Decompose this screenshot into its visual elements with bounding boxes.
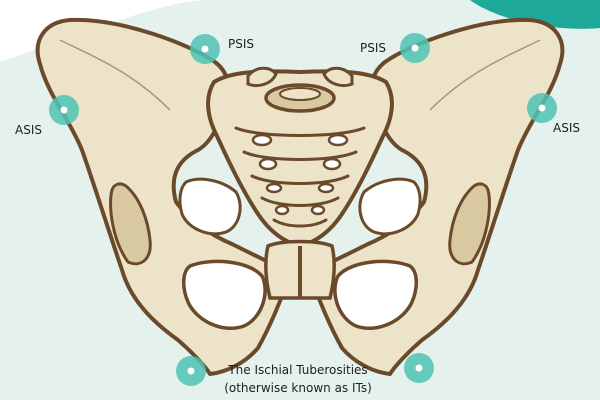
it-right-marker — [404, 353, 434, 383]
sacral-canal — [279, 87, 321, 101]
asis-right-marker — [527, 93, 557, 123]
right-obturator-foramen — [333, 259, 418, 331]
it-left-marker — [176, 356, 206, 386]
psis-right-marker — [400, 33, 430, 63]
asis-left-marker — [49, 95, 79, 125]
psis-right-label: PSIS — [360, 41, 386, 55]
psis-left-marker — [190, 34, 220, 64]
left-sacral-process — [246, 66, 278, 88]
asis-right-label: ASIS — [553, 121, 580, 135]
right-sacral-process — [322, 66, 354, 88]
left-ilium-shade — [59, 39, 171, 111]
left-pelvic-opening — [178, 177, 242, 236]
it-caption-line2: (otherwise known as ITs) — [224, 381, 372, 395]
left-fossa — [109, 182, 152, 266]
psis-left-label: PSIS — [228, 37, 254, 51]
sacral-foramina — [251, 133, 349, 216]
right-pelvic-opening — [358, 177, 422, 236]
right-fossa — [448, 182, 491, 266]
asis-left-label: ASIS — [15, 123, 42, 137]
sacral-ridges — [234, 126, 366, 228]
corner-accent — [470, 0, 600, 29]
right-ilium-shade — [429, 39, 541, 111]
left-obturator-foramen — [182, 259, 267, 331]
it-caption-line1: The Ischial Tuberosities — [227, 363, 367, 377]
